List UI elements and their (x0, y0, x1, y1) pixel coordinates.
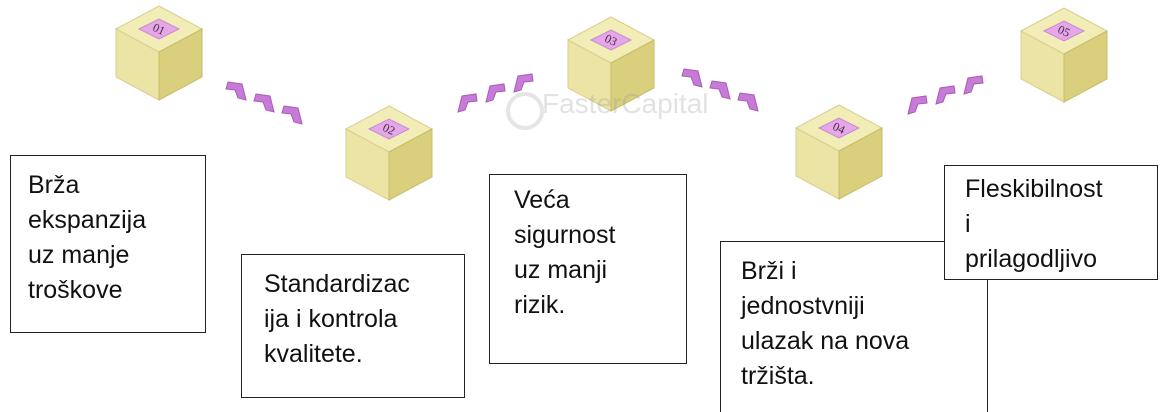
watermark-logo-icon (506, 92, 544, 130)
arrow-group-4 (907, 75, 984, 115)
arrow-group-2 (457, 73, 534, 113)
cube-02: 02 (344, 105, 434, 201)
cube-05: 05 (1019, 7, 1109, 103)
step-text-box-2: Standardizac ija i kontrola kvalitete. (241, 254, 465, 398)
chevron-icon (457, 73, 534, 113)
cube-01: 01 (114, 5, 204, 101)
chevron-icon (907, 75, 984, 115)
arrow-group-1 (225, 81, 303, 125)
step-text-box-1: Brža ekspanzija uz manje troškove (10, 155, 206, 333)
cube-number-01: 01 (151, 20, 168, 38)
chevron-icon (681, 68, 759, 112)
cube-04: 04 (794, 104, 884, 200)
chevron-icon (225, 81, 303, 125)
arrow-group-3 (681, 68, 759, 112)
cube-03: 03 (566, 16, 656, 112)
step-text-box-5: Fleskibilnost i prilagodljivo (944, 165, 1158, 280)
step-text-box-4: Brži i jednostvniji ulazak na nova tržiš… (720, 241, 988, 412)
watermark-text: FasterCapital (542, 88, 709, 119)
cube-number-03: 03 (603, 31, 620, 49)
cube-number-02: 02 (381, 120, 398, 138)
cube-number-05: 05 (1056, 22, 1073, 40)
cube-number-04: 04 (831, 119, 848, 137)
step-text-box-3: Veća sigurnost uz manji rizik. (489, 174, 687, 364)
